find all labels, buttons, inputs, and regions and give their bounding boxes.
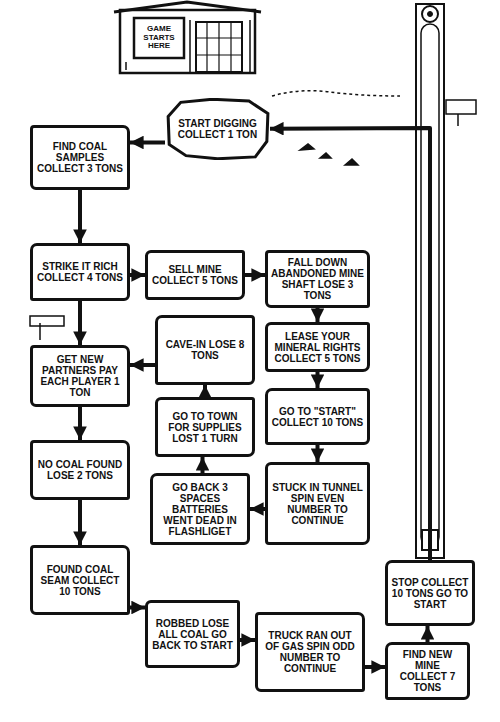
space-text: FIND COAL SAMPLES COLLECT 3 TONS <box>36 141 124 174</box>
elevator-shaft <box>416 4 476 558</box>
space-text: NO COAL FOUND LOSE 2 TONS <box>36 459 124 481</box>
building-door <box>196 22 242 72</box>
shaft-sign <box>446 100 476 114</box>
space-text: SELL MINE COLLECT 5 TONS <box>151 264 239 286</box>
board-space: STUCK IN TUNNEL SPIN EVEN NUMBER TO CONT… <box>265 462 370 545</box>
move-arrow <box>78 301 82 345</box>
board-space: STOP COLLECT 10 TONS GO TO START <box>385 560 475 626</box>
shaft-wheel <box>422 6 438 22</box>
tools <box>30 272 286 689</box>
start-space: START DIGGING COLLECT 1 TON <box>165 98 270 160</box>
space-text: FALL DOWN ABANDONED MINE SHAFT LOSE 3 TO… <box>271 257 364 301</box>
move-arrow <box>78 190 82 243</box>
board-space: FOUND COAL SEAM COLLECT 10 TONS <box>30 545 130 615</box>
board-space: LEASE YOUR MINERAL RIGHTS COLLECT 5 TONS <box>265 322 370 372</box>
move-arrow <box>130 606 145 610</box>
space-text: GO TO TOWN FOR SUPPLIES LOST 1 TURN <box>161 411 249 444</box>
space-text: GET NEW PARTNERS PAY EACH PLAYER 1 TON <box>36 354 124 398</box>
sign-label: GAME STARTS HERE <box>134 18 184 58</box>
space-text: FIND NEW MINE COLLECT 7 TONS <box>391 649 464 693</box>
space-text: STOP COLLECT 10 TONS GO TO START <box>391 577 469 610</box>
space-text: TRUCK RAN OUT OF GAS SPIN ODD NUMBER TO … <box>261 630 359 674</box>
rock-shape <box>168 99 268 159</box>
board-space: TRUCK RAN OUT OF GAS SPIN ODD NUMBER TO … <box>255 612 365 692</box>
space-text: ROBBED LOSE ALL COAL GO BACK TO START <box>151 618 234 651</box>
board-space: FIND COAL SAMPLES COLLECT 3 TONS <box>30 125 130 190</box>
mine-track <box>272 91 400 165</box>
space-text: STUCK IN TUNNEL SPIN EVEN NUMBER TO CONT… <box>271 482 364 526</box>
board-space: FIND NEW MINE COLLECT 7 TONS <box>385 642 470 700</box>
board-space: GO BACK 3 SPACES BATTERIES WENT DEAD IN … <box>150 473 250 545</box>
wheel-hub <box>428 12 433 17</box>
board-space: CAVE-IN LOSE 8 TONS <box>155 315 255 385</box>
building-roof <box>114 2 261 12</box>
door-grid <box>196 22 242 72</box>
space-text: LEASE YOUR MINERAL RIGHTS COLLECT 5 TONS <box>271 331 364 364</box>
sign-post <box>457 114 459 126</box>
move-arrow <box>245 273 265 277</box>
move-arrow <box>130 273 145 277</box>
rock-pile <box>300 144 358 165</box>
move-arrow <box>78 407 82 440</box>
move-arrow <box>316 372 320 388</box>
move-arrow <box>130 363 155 367</box>
start-sign <box>134 18 184 58</box>
board-space: GO TO "START" COLLECT 10 TONS <box>265 388 370 445</box>
space-text: START DIGGING COLLECT 1 TON <box>168 118 267 140</box>
move-arrow <box>426 626 430 642</box>
space-text: FOUND COAL SEAM COLLECT 10 TONS <box>36 564 124 597</box>
move-arrow <box>240 638 255 642</box>
move-arrow <box>250 507 265 511</box>
space-text: STRIKE IT RICH COLLECT 4 TONS <box>36 261 124 283</box>
move-arrow <box>365 665 385 669</box>
move-arrow <box>316 308 320 322</box>
space-text: CAVE-IN LOSE 8 TONS <box>161 339 249 361</box>
board-space: ROBBED LOSE ALL COAL GO BACK TO START <box>145 600 240 668</box>
board-space: NO COAL FOUND LOSE 2 TONS <box>30 440 130 500</box>
board-space: GO TO TOWN FOR SUPPLIES LOST 1 TURN <box>155 397 255 457</box>
track-line <box>272 91 400 96</box>
mine-building <box>114 2 261 73</box>
shaft-frame <box>416 4 444 558</box>
move-arrow <box>201 457 205 473</box>
warning-sign <box>30 316 64 340</box>
board-space: FALL DOWN ABANDONED MINE SHAFT LOSE 3 TO… <box>265 250 370 308</box>
move-arrow <box>203 385 207 397</box>
board-space: GET NEW PARTNERS PAY EACH PLAYER 1 TON <box>30 345 130 407</box>
sign-text: GAME STARTS HERE <box>136 25 182 51</box>
building-wall <box>120 10 255 73</box>
shaft-cable <box>421 24 439 546</box>
space-text: GO BACK 3 SPACES BATTERIES WENT DEAD IN … <box>156 482 244 537</box>
move-arrow <box>130 141 165 145</box>
board-space: STRIKE IT RICH COLLECT 4 TONS <box>30 243 130 301</box>
space-text: GO TO "START" COLLECT 10 TONS <box>271 406 364 428</box>
move-arrow <box>316 445 320 462</box>
shaft-cage <box>422 530 438 550</box>
move-arrow <box>78 500 82 545</box>
board-space: SELL MINE COLLECT 5 TONS <box>145 250 245 300</box>
